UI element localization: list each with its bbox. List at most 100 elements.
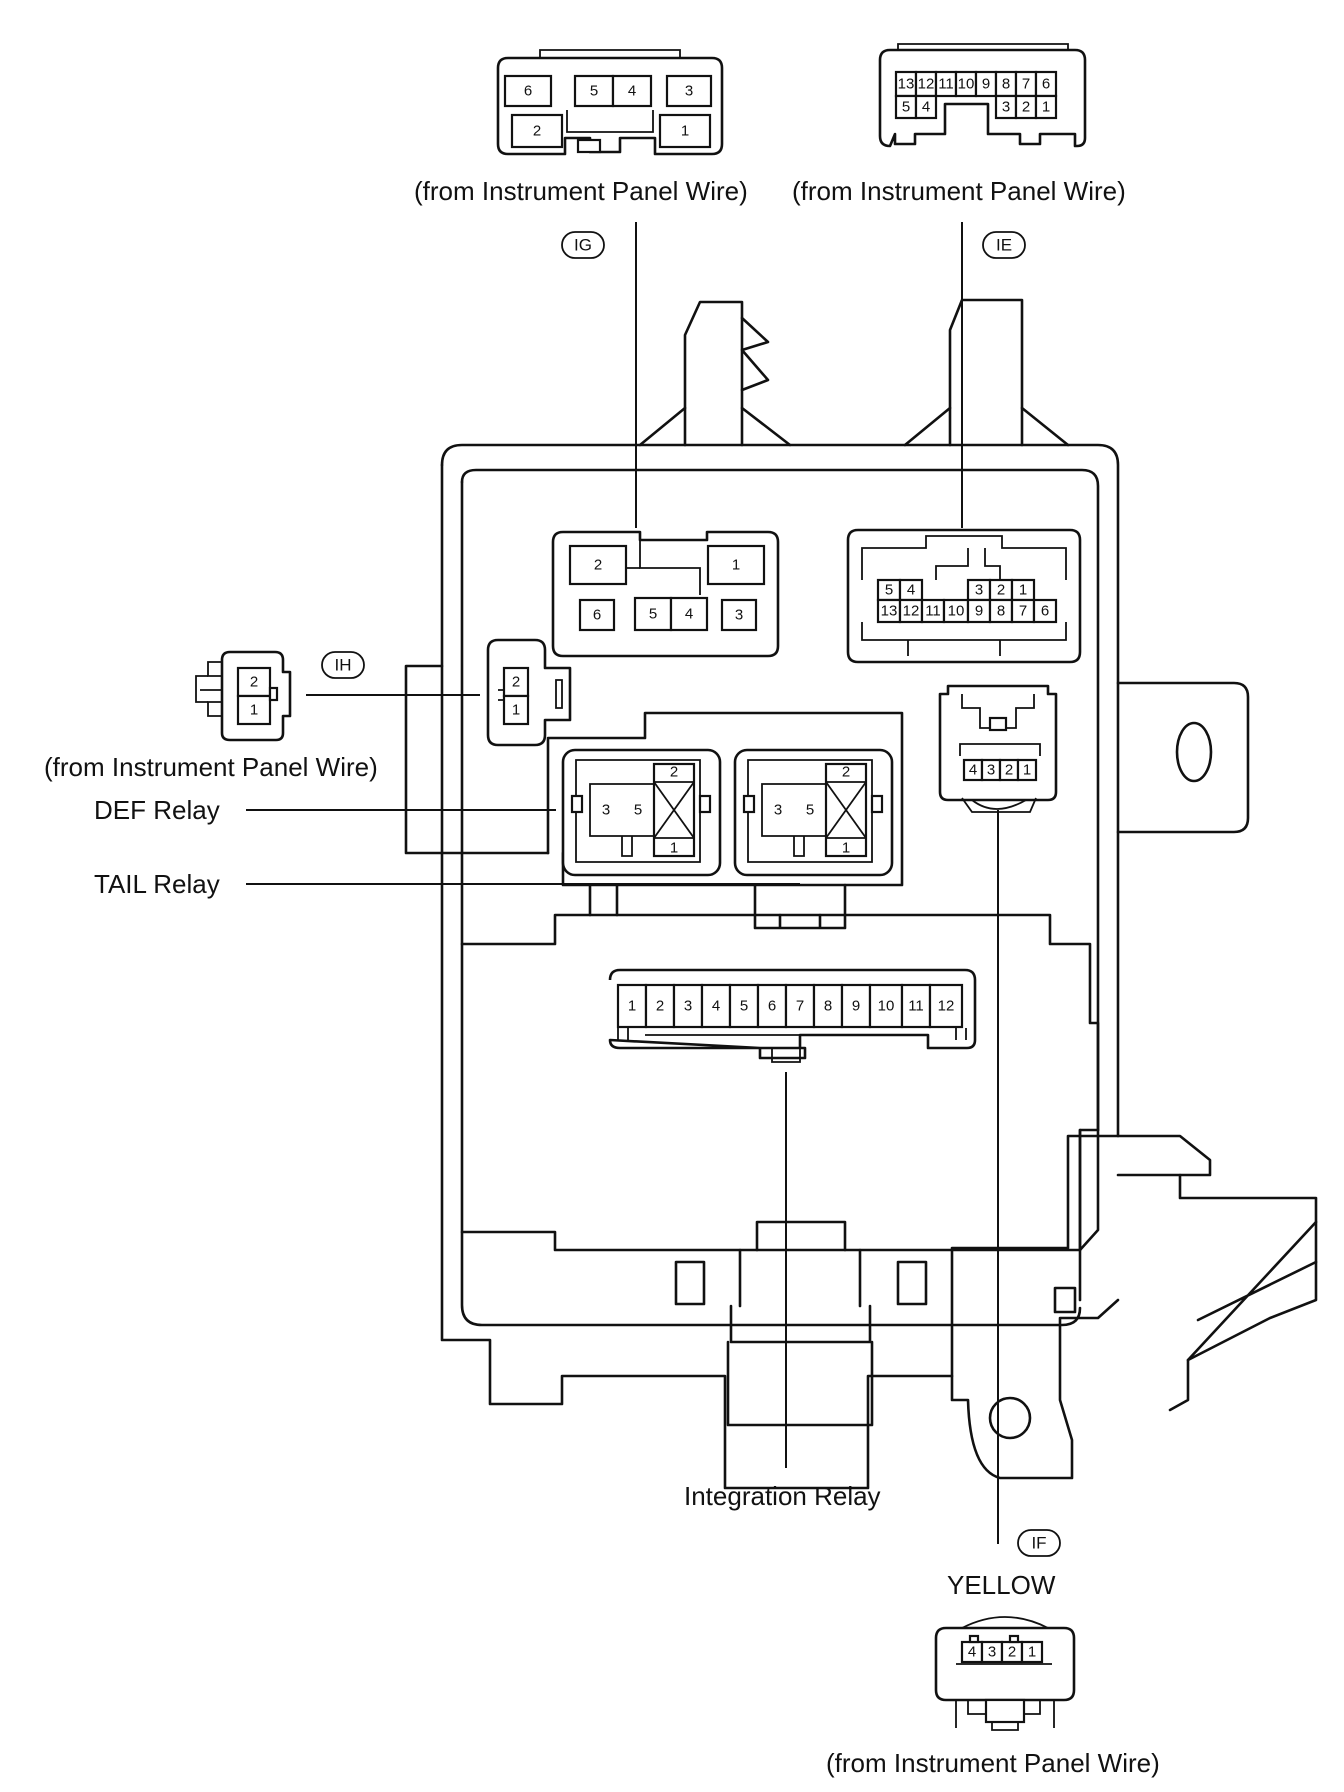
- tail-relay-label: TAIL Relay: [94, 869, 220, 899]
- connector-if-tag: IF: [1017, 1529, 1061, 1557]
- ig-plug-pin-3: [665, 74, 713, 108]
- pin-label: 1: [250, 702, 258, 719]
- pin-label: 11: [938, 76, 954, 93]
- pin-label: 2: [594, 557, 602, 574]
- pin-label: 4: [922, 99, 930, 116]
- pin-label: 11: [925, 603, 941, 620]
- pin-label: 5: [590, 83, 598, 100]
- pin-label: 2: [656, 998, 664, 1015]
- pin-label: 9: [852, 998, 860, 1015]
- pin-label: 4: [628, 83, 636, 100]
- if-color-label: YELLOW: [947, 1570, 1056, 1600]
- pin-label: 5: [649, 606, 657, 623]
- pin-label: 8: [1002, 76, 1010, 93]
- ig-socket: 2 1 6 5 4 3: [551, 530, 780, 658]
- pin-label: 7: [1022, 76, 1030, 93]
- pin-label: 1: [732, 557, 740, 574]
- connector-if-plug: 4 3 2 1: [934, 1616, 1076, 1731]
- pin-label: 5: [885, 582, 893, 599]
- pin-label: 5: [634, 802, 642, 819]
- pin-label: 6: [1041, 603, 1049, 620]
- pin-label: 9: [975, 603, 983, 620]
- pin-label: 6: [1042, 76, 1050, 93]
- pin-label: 8: [824, 998, 832, 1015]
- pin-label: 7: [796, 998, 804, 1015]
- pin-label: 6: [768, 998, 776, 1015]
- pin-label: 2: [1005, 762, 1013, 779]
- pin-label: 6: [524, 83, 532, 100]
- pin-label: 12: [918, 76, 935, 93]
- integration-relay-label: Integration Relay: [684, 1481, 881, 1511]
- pin-label: 4: [712, 998, 720, 1015]
- pin-label: 3: [602, 802, 610, 819]
- pin-label: 2: [512, 674, 520, 691]
- pin-label: 3: [988, 1644, 996, 1661]
- pin-label: 7: [1019, 603, 1027, 620]
- ig-plug-pin-2: [510, 113, 564, 149]
- pin-label: 2: [1022, 99, 1030, 116]
- pin-label: 4: [969, 762, 977, 779]
- pin-label: 3: [684, 998, 692, 1015]
- pin-label: 1: [1028, 1644, 1036, 1661]
- svg-text:IF: IF: [1031, 1534, 1046, 1553]
- ie-source-label: (from Instrument Panel Wire): [792, 176, 1126, 206]
- if-source-label: (from Instrument Panel Wire): [826, 1748, 1160, 1778]
- pin-label: 10: [948, 603, 965, 620]
- ie-socket: 5 4 3 2 1 13 12 11 10 9 8 7 6: [846, 528, 1082, 664]
- pin-label: 6: [593, 607, 601, 624]
- pin-label: 2: [1008, 1644, 1016, 1661]
- junction-block-housing: [404, 298, 1318, 1490]
- svg-text:IH: IH: [335, 656, 352, 675]
- pin-label: 10: [958, 76, 975, 93]
- pin-label: 1: [681, 123, 689, 140]
- pin-label: 2: [250, 674, 258, 691]
- if-socket: 4 3 2 1: [938, 684, 1058, 813]
- pin-label: 4: [685, 606, 693, 623]
- ig-plug-pin-5: [573, 74, 615, 108]
- pin-label: 3: [774, 802, 782, 819]
- pin-label: 3: [975, 582, 983, 599]
- pin-label: 1: [1023, 762, 1031, 779]
- pin-label: 1: [512, 702, 520, 719]
- pin-label: 3: [1002, 99, 1010, 116]
- pin-label: 10: [878, 998, 895, 1015]
- ih-source-label: (from Instrument Panel Wire): [44, 752, 378, 782]
- pin-label: 3: [987, 762, 995, 779]
- svg-text:IG: IG: [574, 236, 592, 255]
- svg-text:IE: IE: [996, 236, 1012, 255]
- pin-label: 5: [902, 99, 910, 116]
- ig-plug-pin-6: [503, 74, 553, 108]
- ig-plug-pin-1: [658, 113, 712, 149]
- pin-label: 5: [740, 998, 748, 1015]
- pin-label: 1: [842, 840, 850, 857]
- connector-ig-plug: 6 5 4 3 2 1: [496, 49, 724, 156]
- connector-ie-tag: IE: [982, 231, 1026, 259]
- pin-label: 13: [898, 76, 915, 93]
- ih-socket: 2 1: [486, 638, 572, 747]
- pin-label: 1: [1042, 99, 1050, 116]
- def-relay-label: DEF Relay: [94, 795, 220, 825]
- connector-ig-tag: IG: [561, 231, 605, 259]
- pin-label: 1: [628, 998, 636, 1015]
- connector-ie-plug: 13 12 11 10 9 8 7 6 5 4 3 2 1: [878, 43, 1087, 148]
- ig-plug-pin-4: [611, 74, 653, 108]
- ig-source-label: (from Instrument Panel Wire): [414, 176, 748, 206]
- connector-ih-plug: 2 1: [195, 650, 292, 742]
- pin-label: 4: [968, 1644, 976, 1661]
- tail-relay: 3 5 2 1: [733, 748, 894, 877]
- pin-label: 8: [997, 603, 1005, 620]
- pin-label: 3: [685, 83, 693, 100]
- pin-label: 4: [907, 582, 915, 599]
- def-relay: 3 5 2 1: [561, 748, 722, 877]
- pin-label: 2: [670, 764, 678, 781]
- pin-label: 2: [533, 123, 541, 140]
- pin-label: 13: [881, 603, 898, 620]
- pin-label: 1: [1019, 582, 1027, 599]
- pin-label: 12: [938, 998, 955, 1015]
- integration-relay: 1 2 3 4 5 6 7 8 9 10 11 12: [608, 968, 977, 1063]
- connector-ih-tag: IH: [321, 651, 365, 679]
- pin-label: 5: [806, 802, 814, 819]
- pin-label: 1: [670, 840, 678, 857]
- pin-label: 12: [903, 603, 920, 620]
